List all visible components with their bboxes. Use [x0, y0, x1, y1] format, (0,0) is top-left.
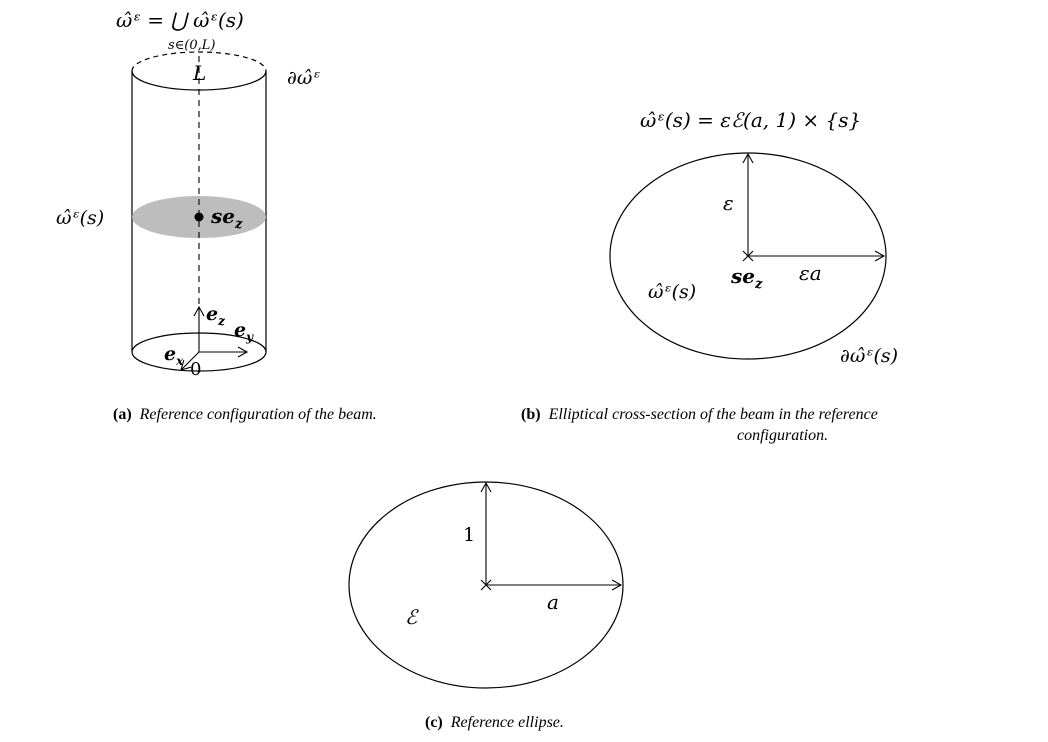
panel-b-caption-line2: configuration.: [737, 427, 828, 444]
cross-section-label: ω̂ᵋ(s): [56, 207, 104, 229]
panel-b-caption-line1: (b) Elliptical cross-section of the beam…: [521, 406, 878, 423]
cross-section-interior-label: ω̂ᵋ(s): [648, 281, 696, 303]
origin-label: 0: [190, 359, 201, 380]
basis-x-label: ex: [164, 343, 184, 368]
section-centre-point: [194, 212, 204, 222]
cylinder-top-back-arc: [132, 52, 266, 71]
semi-major-axis-label: εa: [799, 261, 822, 285]
panel-c: 1 a ℰ (c) Reference ellipse.: [349, 482, 623, 731]
unit-axis-label: 1: [463, 524, 475, 546]
panel-a-caption: (a) Reference configuration of the beam.: [113, 406, 377, 423]
panel-b-formula: ω̂ᵋ(s) = εℰ(a, 1) × {s}: [640, 108, 861, 132]
basis-vector-x: [181, 352, 199, 370]
panel-b: ω̂ᵋ(s) = εℰ(a, 1) × {s} ε εa sez ω̂ᵋ(s) …: [521, 108, 898, 444]
panel-a: ω̂ᵋ = ⋃ ω̂ᵋ(s) s∈(0,L) L ∂ω̂ᵋ ω̂ᵋ(s) sez: [56, 8, 377, 423]
cylinder-boundary-label: ∂ω̂ᵋ: [287, 67, 320, 89]
centre-cross-mark: [743, 251, 753, 261]
cross-section-centre-label: sez: [730, 264, 763, 292]
basis-z-label: ez: [206, 303, 226, 328]
a-axis-label: a: [547, 590, 559, 614]
panel-a-top-formula: ω̂ᵋ = ⋃ ω̂ᵋ(s): [116, 8, 244, 32]
length-label: L: [192, 61, 206, 85]
panel-c-caption: (c) Reference ellipse.: [425, 714, 564, 731]
reference-set-label: ℰ: [405, 605, 419, 629]
section-centre-label: sez: [210, 204, 243, 232]
basis-y-label: ey: [234, 319, 254, 344]
reference-centre-cross-mark: [481, 580, 491, 590]
cross-section-boundary-label: ∂ω̂ᵋ(s): [840, 345, 898, 367]
panel-a-top-formula-subscript: s∈(0,L): [168, 38, 215, 53]
semi-minor-axis-label: ε: [723, 191, 734, 215]
